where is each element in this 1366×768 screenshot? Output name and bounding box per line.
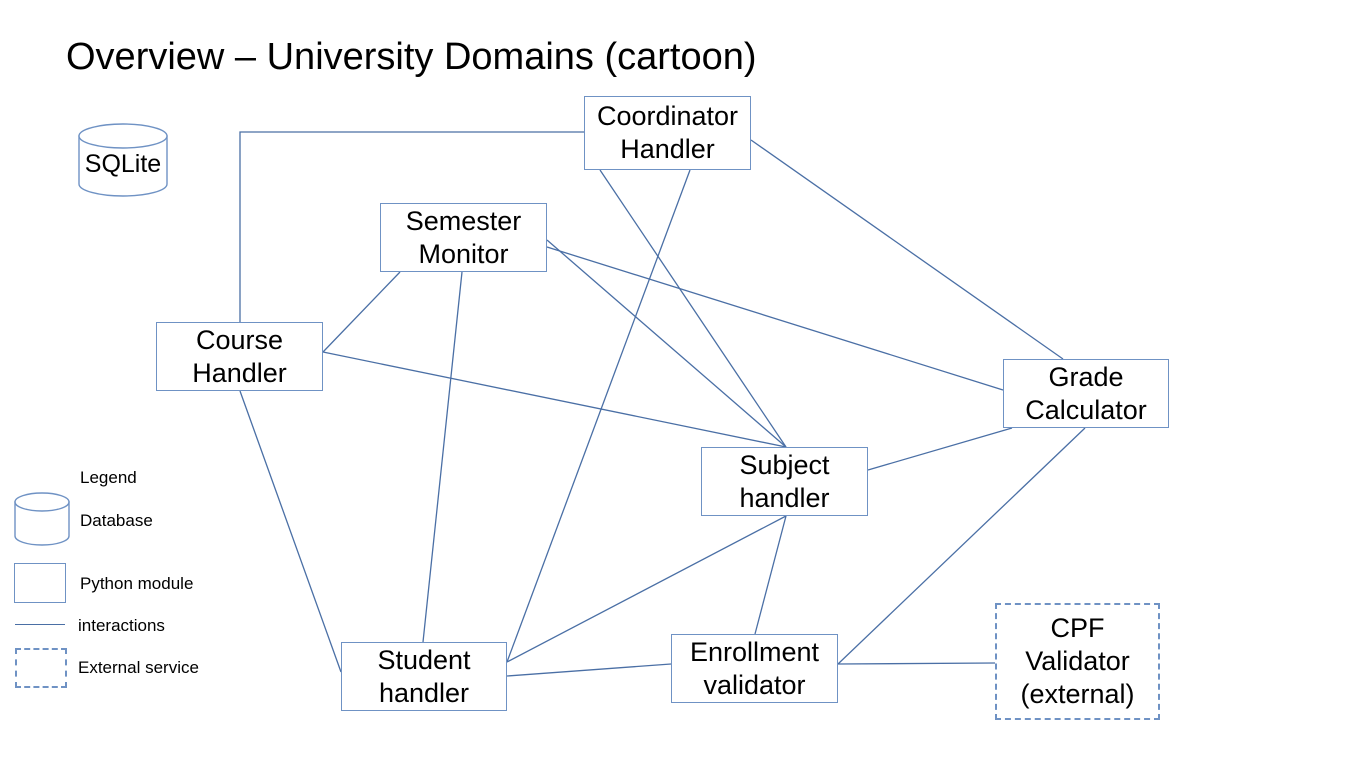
legend: Legend: [0, 455, 260, 695]
node-course-handler[interactable]: Course Handler: [156, 322, 323, 391]
cylinder-shape: [78, 123, 168, 197]
node-semester-monitor[interactable]: Semester Monitor: [380, 203, 547, 272]
legend-interactions-icon: [15, 624, 65, 625]
page-title: Overview – University Domains (cartoon): [66, 36, 757, 78]
node-subject-handler[interactable]: Subject handler: [701, 447, 868, 516]
legend-label-external-service: External service: [78, 658, 199, 677]
legend-external-service-icon: [15, 648, 67, 688]
database-sqlite[interactable]: SQLite: [78, 123, 168, 197]
legend-label-interactions: interactions: [78, 616, 165, 635]
node-grade-calculator[interactable]: Grade Calculator: [1003, 359, 1169, 428]
node-cpf-validator-external[interactable]: CPF Validator (external): [995, 603, 1160, 720]
node-coordinator-handler[interactable]: Coordinator Handler: [584, 96, 751, 170]
legend-database-icon: [14, 492, 70, 546]
database-label: SQLite: [84, 150, 162, 178]
legend-label-database: Database: [80, 511, 153, 530]
legend-python-module-icon: [14, 563, 66, 603]
node-enrollment-validator[interactable]: Enrollment validator: [671, 634, 838, 703]
legend-label-python-module: Python module: [80, 574, 194, 593]
node-student-handler[interactable]: Student handler: [341, 642, 507, 711]
legend-title: Legend: [80, 468, 137, 487]
